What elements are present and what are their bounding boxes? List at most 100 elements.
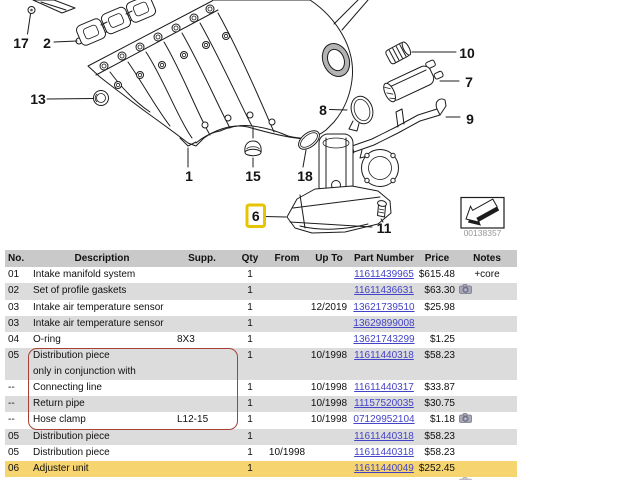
grommet-part — [27, 6, 36, 14]
part-number-link[interactable]: 11611440049 — [354, 463, 414, 474]
callout-9[interactable]: 9 — [466, 111, 474, 127]
cell-supp: L12-15 — [177, 414, 209, 425]
cell-supp — [171, 348, 233, 380]
cell-price: $58.23 — [417, 348, 457, 380]
cell-up-to — [307, 461, 351, 477]
callout-18[interactable]: 18 — [297, 168, 313, 184]
cell-part-number: 13621739510 — [351, 300, 417, 316]
part-number-link[interactable]: 11611440318 — [354, 431, 414, 442]
cell-no: 05 — [8, 447, 20, 458]
intake-manifold — [87, 0, 369, 147]
callout-10[interactable]: 10 — [459, 45, 475, 61]
cell-supp — [171, 461, 233, 477]
cell-no: 03 — [5, 316, 33, 332]
cell-no: 01 — [8, 269, 20, 280]
notes-text: +core — [474, 269, 500, 280]
cell-from — [267, 332, 307, 348]
column-header-up-to: Up To — [307, 250, 351, 267]
cell-supp — [171, 316, 233, 332]
cell-price: $615.48 — [417, 267, 457, 283]
cell-qty: 1 — [247, 414, 253, 425]
cell-up-to: 10/1998 — [307, 396, 351, 412]
cell-price: $1.25 — [417, 332, 457, 348]
cell-price: $1.18 — [417, 412, 457, 429]
column-header-qty: Qty — [233, 250, 267, 267]
cell-price: $33.87 — [417, 380, 457, 396]
cell-no: 06 — [5, 461, 33, 477]
part-number-link[interactable]: 13621739510 — [353, 302, 415, 313]
part-number-link[interactable]: 11611439965 — [354, 269, 414, 280]
cell-from — [267, 429, 307, 445]
cell-part-number: 11611440049 — [351, 461, 417, 477]
cell-from — [267, 396, 307, 412]
cell-description: Distribution piece — [33, 429, 171, 445]
o-ring-part — [298, 130, 320, 150]
price-text: $58.23 — [424, 350, 455, 361]
cell-no: 05 — [5, 348, 33, 380]
cell-notes — [457, 348, 517, 380]
callout-15[interactable]: 15 — [245, 168, 261, 184]
cell-part-number: 11611440318 — [351, 429, 417, 445]
cell-notes — [457, 300, 517, 316]
cell-up-to — [307, 283, 351, 300]
part-number-link[interactable]: 11611440317 — [354, 382, 414, 393]
cell-up-to — [307, 316, 351, 332]
diagram-image-number: 00138357 — [464, 228, 502, 238]
cell-no: -- — [8, 382, 15, 393]
callout-7[interactable]: 7 — [465, 74, 473, 90]
cell-no: 04 — [8, 334, 20, 345]
cell-up-to: 10/1998 — [310, 382, 348, 393]
part-number-link[interactable]: 11611436631 — [354, 285, 414, 296]
part-number-link[interactable]: 11611440318 — [354, 350, 414, 361]
part-number-link[interactable]: 11611440318 — [354, 447, 414, 458]
cell-qty: 1 — [247, 334, 253, 345]
part-number-link[interactable]: 13621743299 — [353, 334, 415, 345]
cell-description: Connecting line — [33, 380, 171, 396]
exploded-parts-diagram: 17 2 13 1 15 18 6 11 10 7 8 9 00138357 — [13, 0, 505, 238]
callout-1[interactable]: 1 — [185, 168, 193, 184]
price-text: $30.75 — [424, 398, 455, 409]
sealing-cap-part — [385, 41, 412, 65]
leader-lines — [27, 13, 461, 223]
cell-notes — [457, 380, 517, 396]
cell-description: Adjuster unit — [33, 461, 171, 477]
cell-notes — [457, 332, 517, 348]
cell-no: 02 — [5, 283, 33, 300]
part-number-link[interactable]: 11157520035 — [354, 398, 414, 409]
cell-qty: 1 — [233, 429, 267, 445]
callout-2[interactable]: 2 — [43, 35, 51, 51]
callout-8[interactable]: 8 — [319, 102, 327, 118]
cell-part-number: 11611440318 — [351, 445, 417, 461]
callout-17[interactable]: 17 — [13, 35, 29, 51]
cell-price: $30.75 — [417, 396, 457, 412]
direction-arrow-icon — [465, 198, 498, 223]
column-header-no: No. — [5, 250, 33, 267]
callout-6[interactable]: 6 — [252, 208, 260, 224]
part-number-link[interactable]: 07129952104 — [353, 414, 415, 425]
callout-6-highlight-box — [245, 203, 266, 228]
cell-part-number: 11611440318 — [351, 348, 417, 380]
cell-from — [267, 267, 307, 283]
cell-qty: 1 — [233, 283, 267, 300]
photo-available-camera-icon[interactable] — [459, 413, 472, 429]
cell-notes — [457, 396, 517, 412]
callout-labels: 17 2 13 1 15 18 6 11 10 7 8 9 — [13, 35, 475, 236]
photo-available-camera-icon[interactable] — [459, 284, 472, 300]
cell-from — [267, 283, 307, 300]
cell-price: $25.98 — [417, 300, 457, 316]
holder-bracket-part — [344, 98, 447, 159]
part-number-link[interactable]: 13629899008 — [353, 318, 415, 329]
price-text: $615.48 — [418, 269, 455, 280]
cell-no: -- — [8, 414, 15, 425]
cell-up-to — [307, 267, 351, 283]
cell-qty: 1 — [233, 461, 267, 477]
cell-description: Distribution piece — [33, 445, 171, 461]
callout-13[interactable]: 13 — [30, 91, 46, 107]
callout-11[interactable]: 11 — [377, 220, 392, 236]
direction-indicator: 00138357 — [460, 196, 505, 238]
